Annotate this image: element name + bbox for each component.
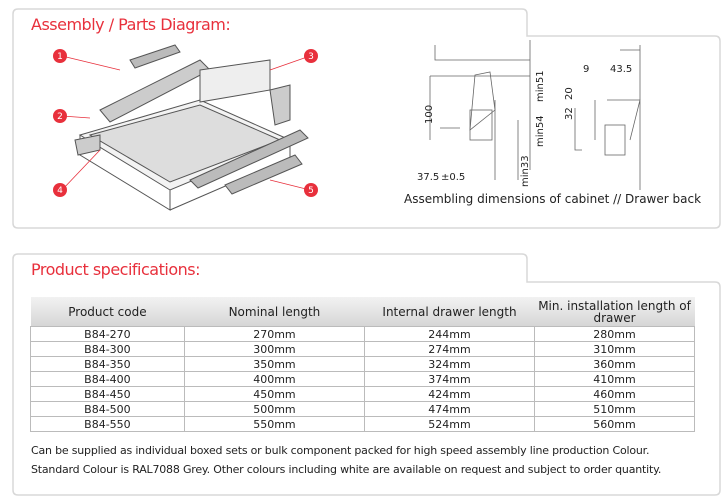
callout-label: 4 [57, 186, 63, 196]
table-cell: 424mm [364, 386, 535, 402]
dimension-drawing: 100 min51 min54 min33 37.5 ±0.5 9 43.5 2… [417, 40, 641, 190]
table-cell: B84-500 [30, 401, 185, 417]
table-cell: 274mm [364, 341, 535, 357]
table-cell: 560mm [534, 416, 695, 432]
callout-label: 3 [308, 52, 314, 62]
table-cell: 550mm [183, 416, 366, 432]
dim-20: 20 [564, 87, 575, 100]
note-supply: Can be supplied as individual boxed sets… [31, 444, 650, 457]
specs-table: Product code Nominal length Internal dra… [30, 297, 695, 432]
header-internal-length: Internal drawer length [364, 297, 535, 327]
dim-9: 9 [583, 64, 589, 75]
dim-min33: min33 [520, 155, 531, 187]
table-cell: 450mm [183, 386, 366, 402]
table-cell: 374mm [364, 371, 535, 387]
callout-label: 1 [57, 52, 63, 62]
table-cell: 410mm [534, 371, 695, 387]
dim-32: 32 [564, 107, 575, 120]
dim-min51: min51 [535, 70, 546, 102]
dim-min54: min54 [535, 115, 546, 147]
table-cell: B84-400 [30, 371, 185, 387]
table-cell: 300mm [183, 341, 366, 357]
dim-37-5: 37.5 [417, 172, 439, 183]
dim-100: 100 [424, 105, 435, 124]
dimension-caption: Assembling dimensions of cabinet // Draw… [404, 192, 702, 206]
callout-3 [304, 49, 318, 63]
dim-43-5: 43.5 [610, 64, 632, 75]
callout-5 [304, 183, 318, 197]
table-cell: 460mm [534, 386, 695, 402]
header-nominal-length: Nominal length [184, 297, 365, 327]
assembly-title: Assembly / Parts Diagram: [31, 15, 231, 34]
table-cell: 524mm [364, 416, 535, 432]
table-cell: B84-550 [30, 416, 185, 432]
table-cell: 270mm [183, 326, 366, 342]
table-cell: 324mm [364, 356, 535, 372]
header-product-code: Product code [30, 297, 185, 327]
table-cell: 360mm [534, 356, 695, 372]
table-cell: 474mm [364, 401, 535, 417]
callout-1 [53, 49, 67, 63]
callout-label: 5 [308, 186, 314, 196]
table-cell: 500mm [183, 401, 366, 417]
table-cell: 280mm [534, 326, 695, 342]
table-cell: 310mm [534, 341, 695, 357]
table-cell: B84-350 [30, 356, 185, 372]
dim-tolerance: ±0.5 [441, 172, 465, 183]
callout-4 [53, 183, 67, 197]
table-cell: 244mm [364, 326, 535, 342]
specs-title: Product specifications: [31, 260, 200, 279]
assembly-panel: Assembly / Parts Diagram: 1 2 3 4 5 100 … [0, 0, 725, 235]
parts-diagram: 1 2 3 4 5 [53, 44, 318, 211]
callout-label: 2 [57, 112, 63, 122]
table-cell: B84-300 [30, 341, 185, 357]
table-cell: 350mm [183, 356, 366, 372]
table-cell: 400mm [183, 371, 366, 387]
table-cell: B84-270 [30, 326, 185, 342]
table-cell: B84-450 [30, 386, 185, 402]
callout-markers [53, 49, 318, 197]
header-min-installation: Min. installation length of drawer [534, 297, 695, 327]
callout-2 [53, 109, 67, 123]
table-cell: 510mm [534, 401, 695, 417]
note-colour: Standard Colour is RAL7088 Grey. Other c… [31, 463, 662, 476]
